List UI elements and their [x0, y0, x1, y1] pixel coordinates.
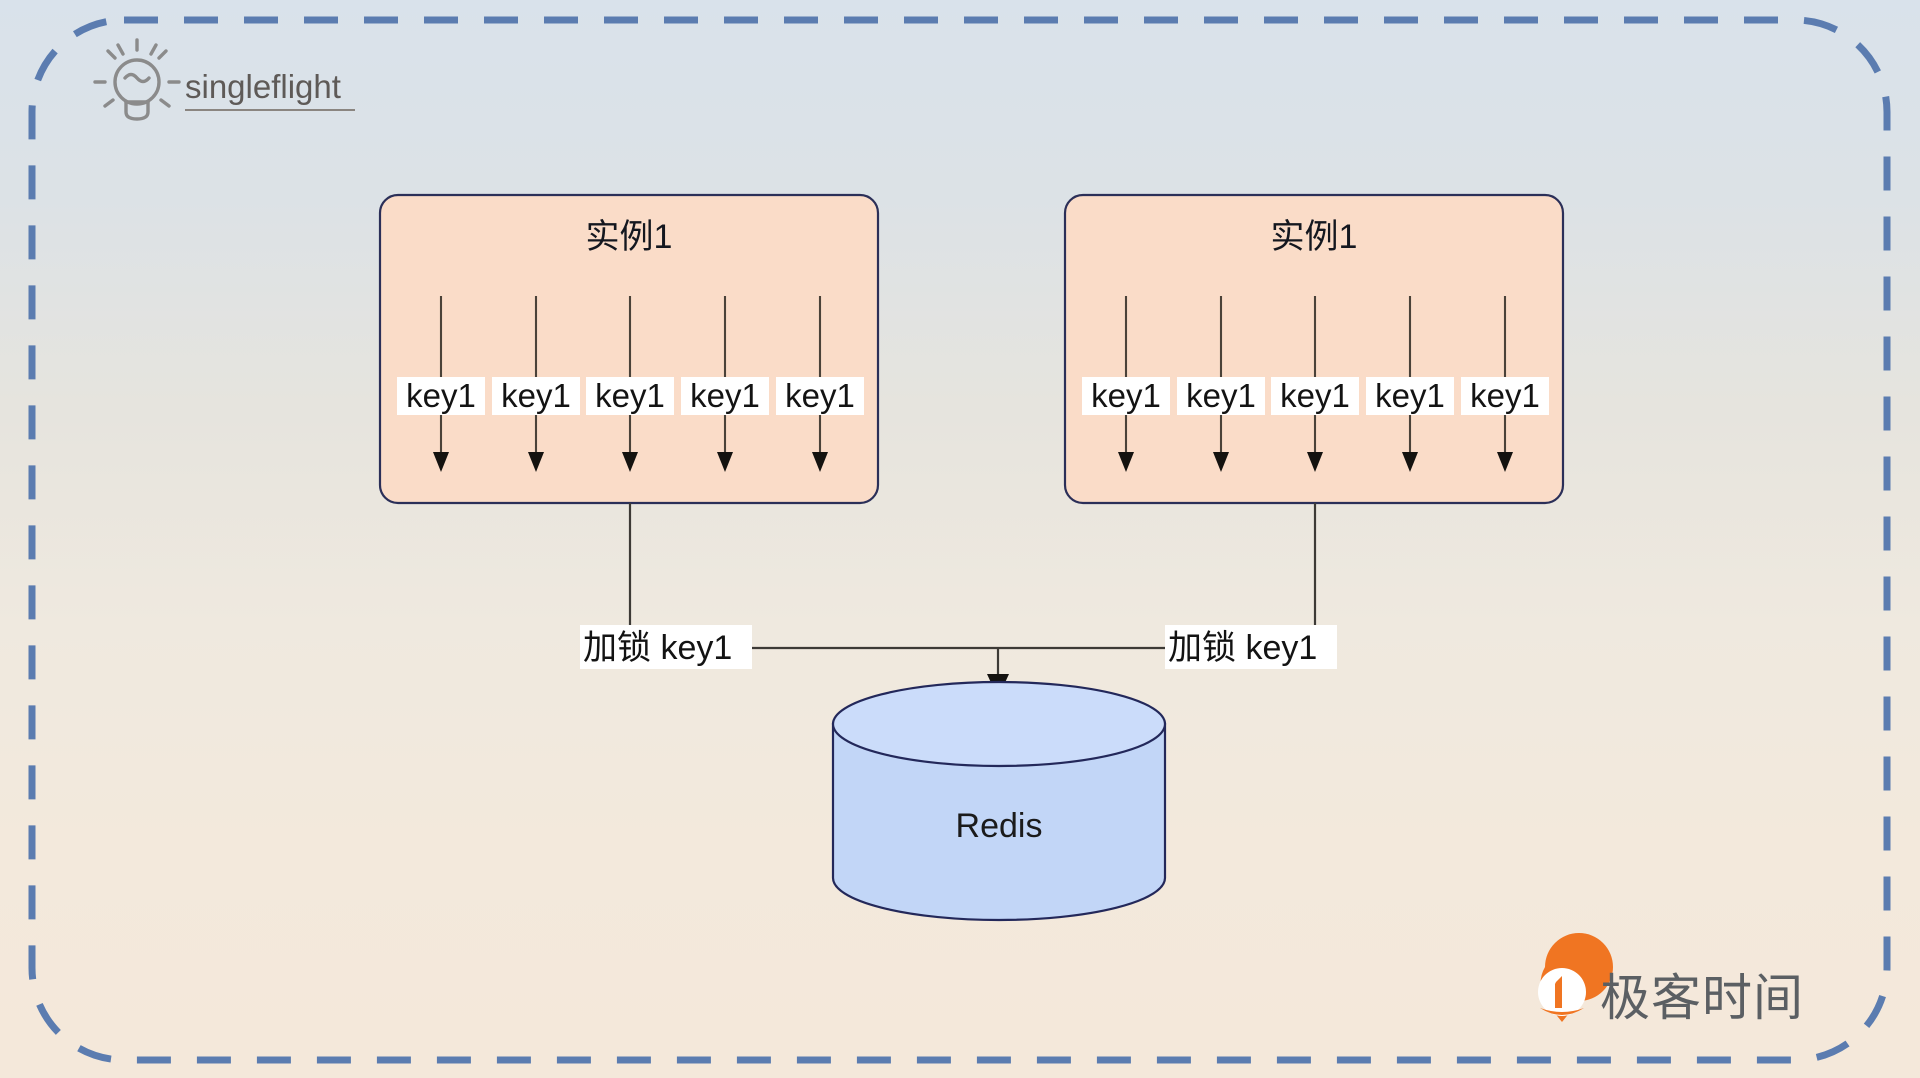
key-label: key1: [690, 377, 760, 414]
key-chip-bg: [681, 377, 769, 415]
page-title: singleflight: [185, 68, 341, 105]
arrow-head-icon: [812, 452, 828, 472]
dashed-container-frame: [28, 16, 1891, 1064]
arrow-head-icon: [528, 452, 544, 472]
key-chip-bg: [1366, 377, 1454, 415]
arrow-head-icon: [717, 452, 733, 472]
lock-chip-right-bg: [1165, 625, 1337, 669]
key-chip-bg: [586, 377, 674, 415]
instance-right-title: 实例1: [1271, 218, 1358, 256]
lightbulb-icon: [93, 38, 181, 121]
key-chip-bg: [1177, 377, 1265, 415]
redis-cylinder[interactable]: Redis: [831, 680, 1167, 922]
arrow-head-icon: [1402, 452, 1418, 472]
arrow-head-icon: [1307, 452, 1323, 472]
key-chip-bg: [776, 377, 864, 415]
geektime-logo-icon: [1538, 933, 1613, 1022]
key-label: key1: [1375, 377, 1445, 414]
lock-label-right: 加锁 key1: [1168, 629, 1317, 667]
instance-right-group: 实例1 key1 key1 key1 key1: [1063, 193, 1565, 505]
key-label: key1: [595, 377, 665, 414]
key-label: key1: [1186, 377, 1256, 414]
arrow-head-icon: [1213, 452, 1229, 472]
arrow-head-icon: [433, 452, 449, 472]
key-chip-bg: [1082, 377, 1170, 415]
lock-chip-left-bg: [580, 625, 752, 669]
arrow-head-icon: [622, 452, 638, 472]
redis-label: Redis: [956, 807, 1043, 845]
key-label: key1: [785, 377, 855, 414]
key-chip-bg: [1271, 377, 1359, 415]
key-label: key1: [1470, 377, 1540, 414]
key-label: key1: [1280, 377, 1350, 414]
key-chip-bg: [492, 377, 580, 415]
watermark-label: 极客时间: [1600, 970, 1804, 1026]
key-chip-bg: [1461, 377, 1549, 415]
arrow-head-icon: [1497, 452, 1513, 472]
key-label: key1: [1091, 377, 1161, 414]
geektime-watermark: 极客时间: [1538, 933, 1804, 1026]
lock-label-left: 加锁 key1: [583, 629, 732, 667]
key-label: key1: [501, 377, 571, 414]
instance-left-title: 实例1: [586, 218, 673, 256]
key-label: key1: [406, 377, 476, 414]
instance-left-group: 实例1 key1 key1 key1 key1: [378, 193, 880, 505]
key-chip-bg: [397, 377, 485, 415]
arrow-head-icon: [1118, 452, 1134, 472]
